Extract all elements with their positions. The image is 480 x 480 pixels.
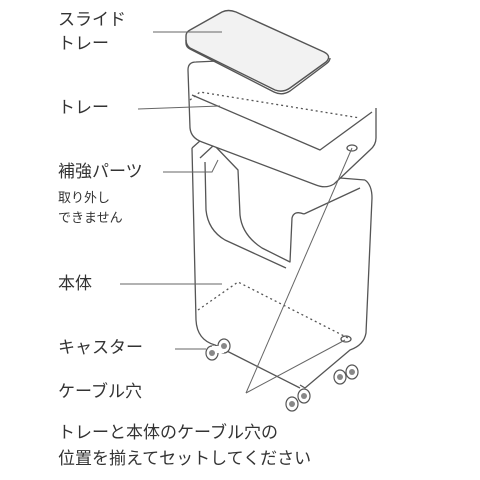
tray-box bbox=[187, 59, 377, 188]
label-not-removable-line2: できません bbox=[58, 211, 123, 226]
note-line2: 位置を揃えてセットしてください bbox=[58, 449, 312, 469]
leader-lines bbox=[120, 31, 353, 394]
caster-left bbox=[205, 338, 231, 361]
leader-cable-hole-2 bbox=[245, 339, 346, 394]
body-box bbox=[191, 124, 373, 389]
body-bottom-dotted bbox=[197, 281, 349, 339]
reinforcement-part bbox=[199, 144, 305, 263]
body-right-top-edge bbox=[339, 177, 366, 181]
label-body: 本体 bbox=[58, 274, 92, 294]
slide-tray bbox=[185, 9, 331, 95]
body-cable-hole bbox=[340, 335, 352, 343]
leader-reinforcement bbox=[163, 159, 219, 173]
label-tray: トレー bbox=[58, 98, 109, 118]
label-not-removable-line1: 取り外し bbox=[58, 191, 111, 206]
leader-cable-hole-1 bbox=[245, 147, 353, 394]
label-casters: キャスター bbox=[58, 338, 143, 358]
caster-front bbox=[285, 388, 311, 412]
body-front-right-edge bbox=[299, 384, 306, 389]
tray-cable-hole bbox=[346, 144, 358, 152]
label-slide-tray-line2: トレー bbox=[58, 34, 109, 54]
label-reinforcement: 補強パーツ bbox=[58, 162, 143, 182]
casters bbox=[205, 338, 359, 412]
leader-tray bbox=[137, 105, 221, 110]
body-right-edge bbox=[304, 179, 373, 389]
caster-right bbox=[333, 364, 359, 385]
note-line1: トレーと本体のケーブル穴の bbox=[58, 423, 278, 443]
label-slide-tray-line1: スライド bbox=[58, 10, 126, 30]
body-front-left-edge bbox=[191, 147, 301, 389]
label-cable-hole: ケーブル穴 bbox=[58, 382, 142, 402]
